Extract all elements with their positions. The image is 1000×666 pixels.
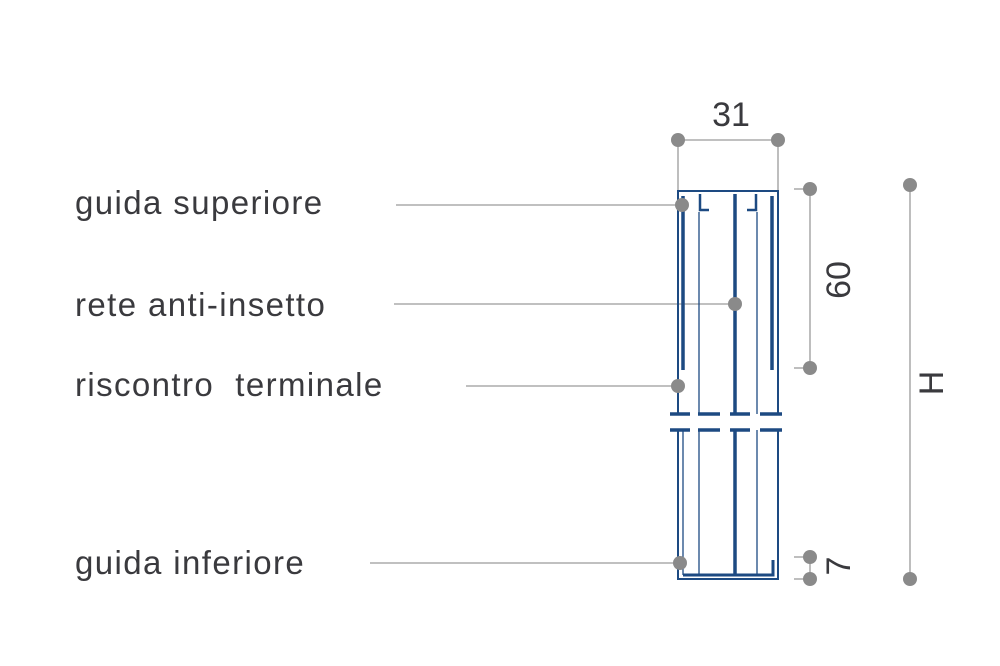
dimension-total-height-label: H <box>913 371 951 396</box>
label-rete-anti-insetto: rete anti-insetto <box>75 286 326 323</box>
label-guida-superiore: guida superiore <box>75 184 324 221</box>
label-riscontro-terminale: riscontro terminale <box>75 366 384 403</box>
dot-rete-anti-insetto <box>728 297 742 311</box>
label-guida-inferiore: guida inferiore <box>75 544 305 581</box>
top-rail-lip-right <box>747 194 758 212</box>
dot-guida-superiore <box>675 198 689 212</box>
profile-drawing <box>670 190 782 580</box>
dimension-width: 31 <box>671 96 785 190</box>
dot-guida-inferiore <box>673 556 687 570</box>
dimension-total-height: H <box>903 178 951 586</box>
profile-bottom-frame <box>677 430 779 580</box>
dimension-top-height: 60 <box>794 182 858 375</box>
bottom-rail <box>683 560 775 577</box>
dimension-bottom-height-label: 7 <box>820 557 858 576</box>
leader-dots <box>671 198 742 570</box>
profile-top-frame <box>677 190 779 414</box>
dimension-width-label: 31 <box>712 96 750 134</box>
dot-riscontro-terminale <box>671 379 685 393</box>
dimension-bottom-height: 7 <box>794 550 858 586</box>
top-rail-lip-left <box>698 194 709 212</box>
break-marks <box>670 412 782 432</box>
dimension-top-height-label: 60 <box>820 261 858 299</box>
